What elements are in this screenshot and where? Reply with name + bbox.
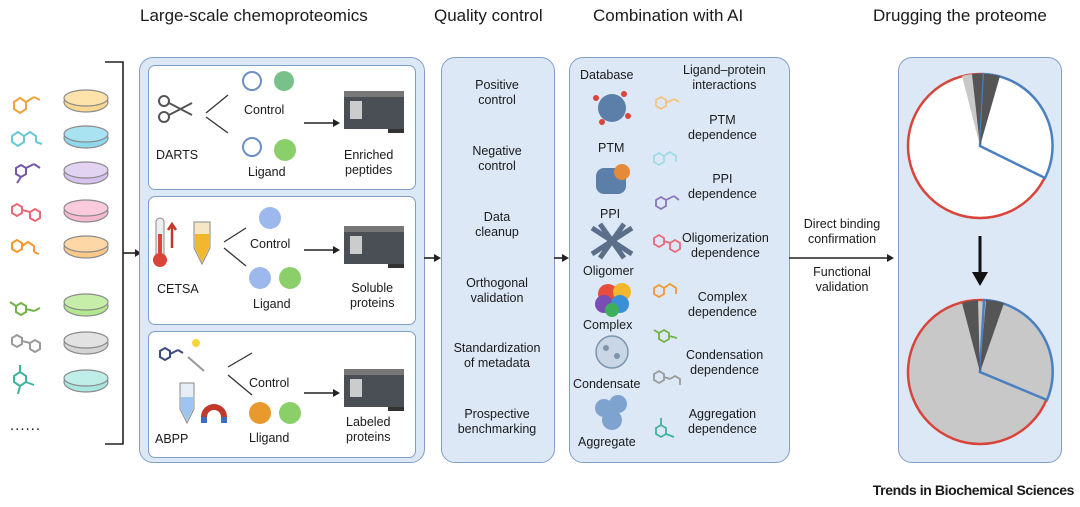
oligomer-structure-icon xyxy=(590,222,634,260)
quality-control-panel xyxy=(441,57,555,463)
ppi-structure-icon xyxy=(596,164,630,194)
ptm-structure-icon xyxy=(593,91,631,125)
header-chemoproteomics: Large-scale chemoproteomics xyxy=(140,6,368,25)
cetsa-ligand-label: Ligand xyxy=(253,297,291,311)
abpp-control-label: Control xyxy=(249,376,290,390)
darts-output-label: Enriched peptides xyxy=(344,148,394,177)
tube-icon xyxy=(179,382,195,425)
direct-binding-label: Direct binding confirmation xyxy=(803,217,881,246)
aggregate-structure-icon xyxy=(595,395,627,430)
ai-interactions-label: Ligand–protein interactions xyxy=(683,63,766,92)
darts-graphics xyxy=(158,71,404,161)
protein-control-icon xyxy=(259,207,281,229)
ligand-icons xyxy=(9,96,43,395)
journal-credit: Trends in Biochemical Sciences xyxy=(872,482,1075,498)
qc-item: Orthogonal validation xyxy=(466,276,528,305)
cetsa-method-label: CETSA xyxy=(157,282,199,296)
arrow-to-qc xyxy=(424,254,441,262)
tube-icon xyxy=(193,221,211,266)
library-bracket xyxy=(105,61,141,445)
mass-spectrometer-icon xyxy=(344,369,404,411)
petri-dishes xyxy=(63,89,109,393)
darts-ligand-label: Ligand xyxy=(248,165,286,179)
structure-label: Complex xyxy=(583,318,633,332)
cetsa-graphics xyxy=(153,207,404,289)
darts-method-label: DARTS xyxy=(156,148,199,162)
protein-structures xyxy=(590,91,634,430)
probe-icon xyxy=(159,339,205,372)
magnet-icon xyxy=(201,404,227,423)
structure-label: Oligomer xyxy=(583,264,634,278)
abpp-method-label: ABPP xyxy=(155,432,189,446)
structure-label: PTM xyxy=(598,141,625,155)
qc-item: Standardization of metadata xyxy=(453,341,541,370)
abpp-ligand-label: Lligand xyxy=(249,431,290,445)
qc-item: Prospective benchmarking xyxy=(457,407,537,436)
structure-label: Condensate xyxy=(573,377,641,391)
header-quality-control: Quality control xyxy=(434,6,543,25)
mass-spectrometer-icon xyxy=(344,226,404,268)
qc-item: Negative control xyxy=(472,144,522,173)
pie-after xyxy=(906,298,1054,446)
complex-structure-icon xyxy=(595,283,631,317)
structure-label: PPI xyxy=(600,207,621,221)
abpp-graphics xyxy=(159,339,404,425)
cetsa-control-label: Control xyxy=(250,237,291,251)
darts-control-label: Control xyxy=(244,103,285,117)
more-compounds-ellipsis: ...... xyxy=(10,417,42,434)
protein-ligand-icon xyxy=(249,267,301,289)
protein-ligand-icon xyxy=(249,402,301,424)
dependence-label: PPI dependence xyxy=(688,172,757,201)
dependence-label: PTM dependence xyxy=(688,113,757,142)
ai-database-label: Database xyxy=(580,68,634,82)
protein-control-icon xyxy=(242,71,294,91)
functional-validation-label: Functional validation xyxy=(813,265,871,294)
qc-item: Data cleanup xyxy=(475,210,519,239)
dependence-label: Oligomerization dependence xyxy=(682,231,769,260)
pie-before xyxy=(906,72,1054,220)
arrow-to-ai xyxy=(554,254,569,262)
mass-spectrometer-icon xyxy=(344,91,404,133)
dependence-label: Condensation dependence xyxy=(686,348,764,377)
drugging-pies xyxy=(906,72,1054,446)
ai-panel xyxy=(569,57,790,463)
abpp-output-label: Labeled proteins xyxy=(346,415,391,444)
arrow-to-drugging xyxy=(789,254,894,262)
dependence-label: Complex dependence xyxy=(688,290,757,319)
qc-item: Positive control xyxy=(475,78,519,107)
condensate-structure-icon xyxy=(595,335,629,369)
ai-ligand-icons xyxy=(653,95,681,439)
structure-label: Aggregate xyxy=(578,435,636,449)
dependence-label: Aggregation dependence xyxy=(688,407,757,436)
thermometer-icon xyxy=(153,217,178,267)
compound-library xyxy=(9,89,109,395)
header-ai: Combination with AI xyxy=(593,6,744,25)
header-drugging: Drugging the proteome xyxy=(873,6,1047,25)
scissors-icon xyxy=(158,95,193,123)
cetsa-output-label: Soluble proteins xyxy=(350,281,395,310)
protein-ligand-icon xyxy=(242,137,296,161)
